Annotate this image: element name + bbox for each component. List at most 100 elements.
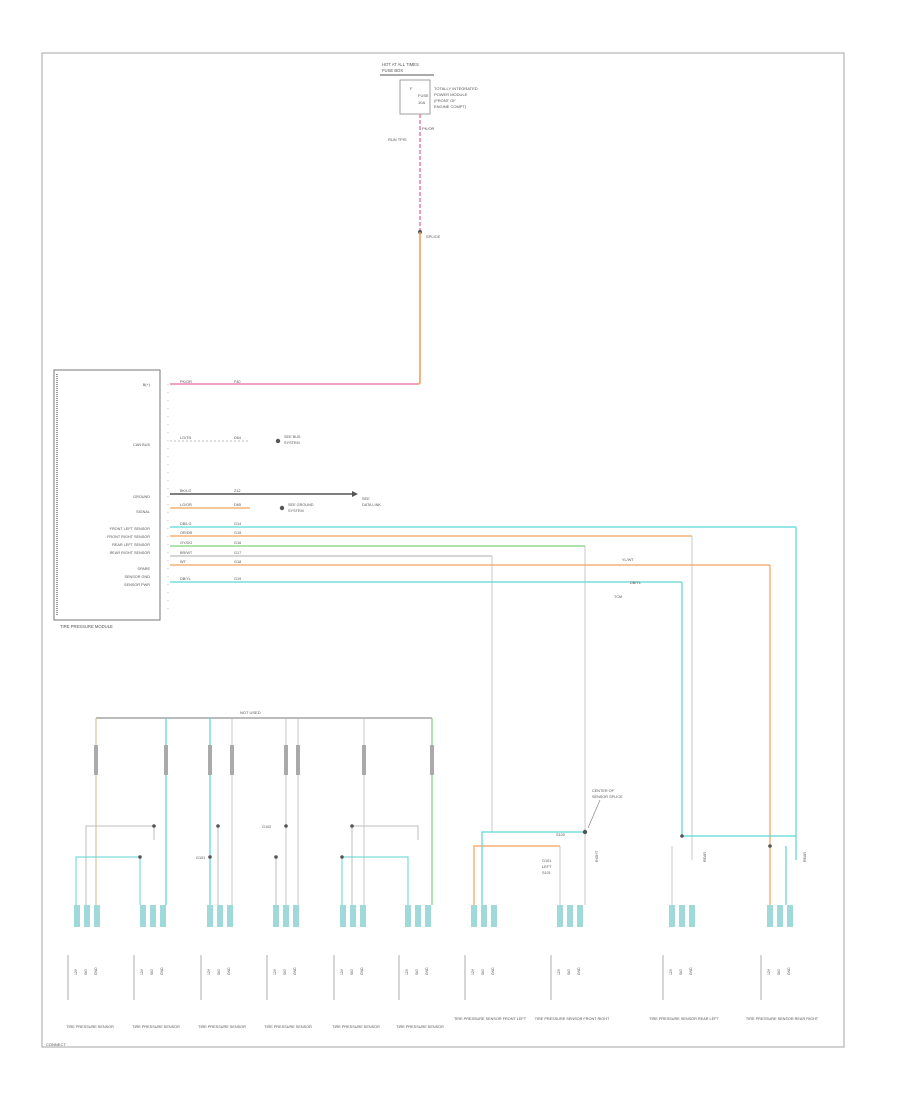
wire-color-label: BK/LG: [180, 489, 191, 493]
wire-color-label: LG/TN: [180, 436, 191, 440]
fuse-box-subheader: FUSE BOX: [382, 68, 403, 73]
splice-label: SENSOR SPLICE: [592, 795, 623, 799]
wire-code-label: Z12: [234, 489, 241, 493]
sensor-connectors: 12V SIG GND 12V SIG GND 12V SIG GND 12V …: [67, 905, 793, 1000]
fuse-label: F: [410, 86, 413, 91]
wire-color-label: PK/OR: [180, 380, 192, 384]
splice-pointer: [587, 799, 601, 829]
wire-color-label: DB/LG: [180, 522, 191, 526]
svg-text:GND: GND: [293, 967, 297, 975]
svg-text:12V: 12V: [471, 968, 475, 975]
wire-corner: [417, 381, 421, 385]
arrow-data-link: [352, 491, 358, 497]
ground-note: REAR: [803, 852, 807, 862]
wire-label-side: RUN TPIS: [388, 137, 407, 142]
svg-text:SIG: SIG: [777, 969, 781, 975]
pin-label-spare: SPARE: [137, 567, 150, 571]
svg-text:SIG: SIG: [217, 969, 221, 975]
svg-text:GND: GND: [160, 967, 164, 975]
splice-dots: [138, 824, 354, 859]
center-splice-point: [582, 829, 588, 835]
tire-pressure-module: TIRE PRESSURE MODULE B(+) CAN BUS GROUND…: [53, 369, 169, 629]
wire-code-label: G17: [234, 551, 241, 555]
sensor-label: TIRE PRESSURE SENSOR FRONT LEFT: [454, 1017, 527, 1021]
svg-text:GND: GND: [491, 967, 495, 975]
fuse-rating: 10A: [418, 100, 425, 105]
harness-note: G101: [196, 856, 205, 860]
reference-text: SEE GROUND: [288, 503, 314, 507]
svg-text:12V: 12V: [557, 968, 561, 975]
sensor-label: TIRE PRESSURE SENSOR REAR LEFT: [649, 1017, 719, 1021]
pin-label-signal: SIGNAL: [136, 510, 150, 514]
reference-text: DATA LINK: [362, 503, 381, 507]
svg-text:12V: 12V: [669, 968, 673, 975]
reference-text: SEE: [362, 497, 370, 501]
wire-label-top: PK/OR: [422, 126, 435, 131]
svg-text:GND: GND: [360, 967, 364, 975]
wire-code-label: G15: [234, 531, 241, 535]
wire-color-label: OR/DB: [180, 531, 192, 535]
sensor-label: TIRE PRESSURE SENSOR: [332, 1025, 380, 1029]
fuse-note-2: POWER MODULE: [434, 92, 468, 97]
harness-drops: [95, 718, 433, 905]
wire-code-label: G14: [234, 522, 241, 526]
splice-rr-group: [473, 845, 560, 905]
reference-text: SYSTEM: [288, 509, 304, 513]
pin-label-rl: REAR LEFT SENSOR: [112, 543, 150, 547]
wire-code-label: F40: [234, 380, 241, 384]
sensor-label: TIRE PRESSURE SENSOR: [198, 1025, 246, 1029]
svg-text:12V: 12V: [340, 968, 344, 975]
wire-color-label: LG/OR: [180, 503, 192, 507]
svg-text:GND: GND: [787, 967, 791, 975]
svg-text:12V: 12V: [767, 968, 771, 975]
wire-code-label: G16: [234, 541, 241, 545]
sensor-label: TIRE PRESSURE SENSOR: [132, 1025, 180, 1029]
sensor-label: TIRE PRESSURE SENSOR REAR RIGHT: [746, 1017, 819, 1021]
splice-label: CENTER OF: [592, 789, 615, 793]
harness-label: NOT USED: [240, 710, 261, 715]
reference-arrow: [275, 438, 281, 444]
branch-label: DB/YL: [630, 581, 641, 585]
fuse-box-header: HOT AT ALL TIMES: [382, 62, 419, 67]
splice-dot: [768, 844, 772, 848]
fuse-note-3: (FRONT OF: [434, 98, 456, 103]
harness-connector-ticks: [94, 745, 434, 775]
splice-point-label: S100: [556, 833, 565, 837]
svg-text:SIG: SIG: [481, 969, 485, 975]
svg-text:SIG: SIG: [567, 969, 571, 975]
ground-note: RIGHT: [595, 850, 599, 862]
svg-text:GND: GND: [227, 967, 231, 975]
fuse-box: HOT AT ALL TIMES FUSE BOX F FUSE 10A TOT…: [380, 62, 478, 142]
pin-label-fr: FRONT RIGHT SENSOR: [107, 535, 150, 539]
wire-code-label: D65: [234, 503, 241, 507]
splice-rl-group: [481, 831, 585, 905]
sensor-label: TIRE PRESSURE SENSOR: [264, 1025, 312, 1029]
splice-fr-group: [681, 832, 796, 837]
pin-label-fl: FRONT LEFT SENSOR: [110, 527, 151, 531]
fuse-box-outline: [399, 79, 431, 115]
branch-label: YL/WT: [622, 558, 634, 562]
module-outline: [53, 369, 161, 621]
diagram-frame: [41, 52, 845, 1048]
fuse-note-4: ENGINE COMPT): [434, 104, 467, 109]
reference-text: SEE BUS: [284, 435, 301, 439]
pin-label-sensor-gnd: SENSOR GND: [124, 575, 150, 579]
svg-text:GND: GND: [94, 967, 98, 975]
splice-label: SPLICE: [426, 234, 441, 239]
sensor-label: TIRE PRESSURE SENSOR: [66, 1025, 114, 1029]
wire-code-label: D64: [234, 436, 241, 440]
pin-label-bplus: B(+): [143, 383, 151, 387]
splice-note: LEFT: [542, 865, 552, 869]
svg-text:12V: 12V: [207, 968, 211, 975]
pin-label-rr: REAR RIGHT SENSOR: [110, 551, 151, 555]
sensor-label: TIRE PRESSURE SENSOR: [396, 1025, 444, 1029]
svg-text:GND: GND: [689, 967, 693, 975]
crossover-jumpers: [75, 825, 419, 905]
splice-dot: [680, 834, 684, 838]
fuse-note-1: TOTALLY INTEGRATED: [434, 86, 478, 91]
svg-text:12V: 12V: [140, 968, 144, 975]
svg-text:GND: GND: [425, 967, 429, 975]
svg-text:SIG: SIG: [350, 969, 354, 975]
wire-color-label: GY/DG: [180, 541, 192, 545]
